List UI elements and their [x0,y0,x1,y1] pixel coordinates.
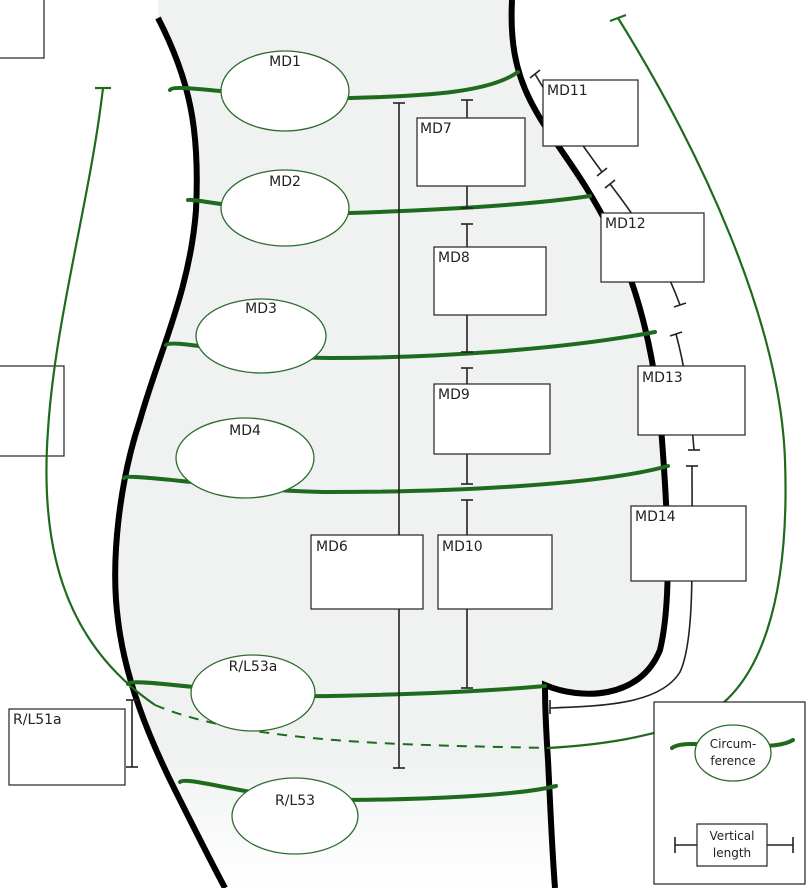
legend-circumference-label-1: Circum- [710,737,757,751]
rl53a-ellipse: R/L53a [190,654,316,732]
md11-label: MD11 [547,83,588,99]
md4-label: MD4 [229,423,261,439]
outer-right-curve-cap [609,13,627,23]
top-left-box [0,0,45,59]
md9-label: MD9 [438,387,470,403]
circumference-rl53a [126,680,547,699]
md7-label: MD7 [420,121,452,137]
md14-label: MD14 [635,509,676,525]
md2-label: MD2 [269,174,301,190]
rl51a-label: R/L51a [13,712,62,728]
md7-box: MD7 [416,117,526,187]
md13-label: MD13 [642,370,683,386]
legend-vertical-label-2: length [713,846,751,860]
md12-box: MD12 [600,212,705,283]
md11-box: MD11 [542,79,639,147]
md14-box: MD14 [630,505,747,582]
md3-label: MD3 [245,301,277,317]
rl53-ellipse: R/L53 [231,777,359,855]
legend: Circum- ference Vertical length [653,701,806,885]
circumference-md4 [122,464,670,495]
rl53a-label: R/L53a [229,659,278,675]
md10-box: MD10 [437,534,553,610]
md3-ellipse: MD3 [195,298,327,374]
md1-ellipse: MD1 [220,50,350,132]
md8-box: MD8 [433,246,547,316]
md1-label: MD1 [269,54,301,70]
md9-box: MD9 [433,383,551,455]
md4-ellipse: MD4 [175,417,315,499]
outer-right-curve [547,17,787,750]
circumference-md2 [186,194,592,216]
legend-vertical-label-1: Vertical [710,829,755,843]
md13-box: MD13 [637,365,746,436]
rl53-label: R/L53 [275,793,315,809]
dashed-circumference [154,704,549,749]
md2-ellipse: MD2 [220,169,350,247]
circumference-md1 [168,70,520,101]
outer-left-curve [45,87,156,706]
left-middle-box [0,365,65,457]
md6-label: MD6 [316,539,348,555]
legend-circumference-label-2: ference [710,754,755,768]
md10-label: MD10 [442,539,483,555]
md8-label: MD8 [438,250,470,266]
md6-box: MD6 [310,534,424,610]
rl51a-box: R/L51a [8,708,126,786]
body-outline-left [112,16,228,888]
md12-label: MD12 [605,216,646,232]
